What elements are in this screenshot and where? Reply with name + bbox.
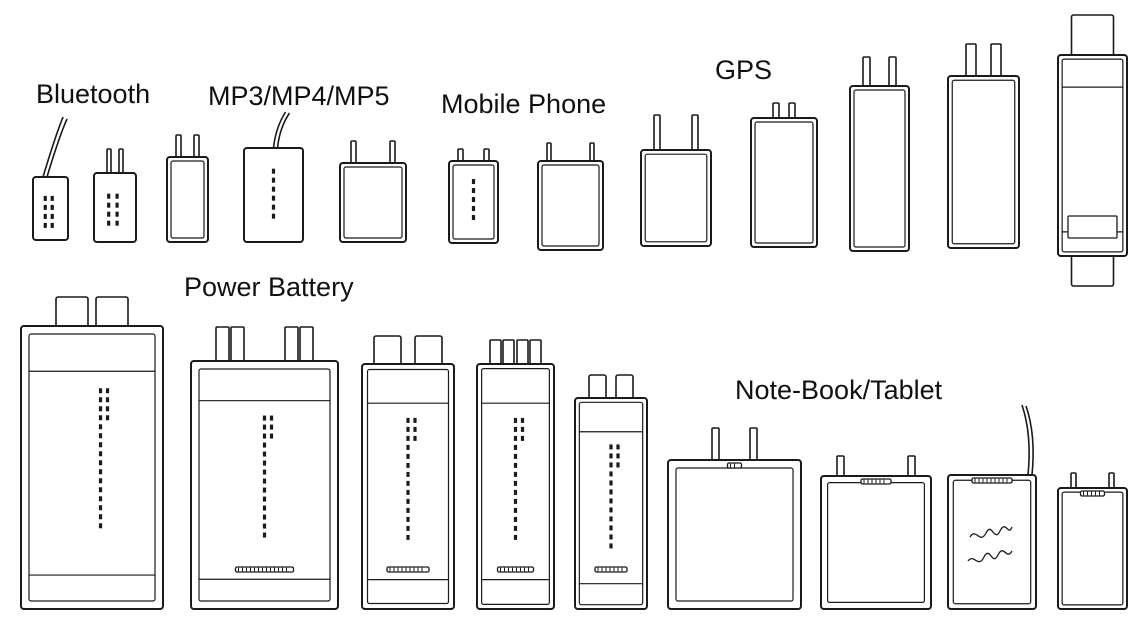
notebook-cell-4 (1057, 472, 1128, 610)
notebook-cell-2 (820, 455, 932, 610)
mp3-cell-2 (339, 140, 407, 243)
small-cell-2 (166, 134, 209, 243)
bluetooth-cell (32, 116, 69, 241)
gps-cell-1 (750, 102, 818, 248)
label-mobile-phone: Mobile Phone (441, 89, 607, 119)
label-power-battery: Power Battery (184, 272, 354, 302)
small-cell-1 (93, 148, 137, 243)
power-cell-1 (20, 296, 164, 610)
notebook-cell-1 (667, 427, 802, 610)
mobile-cell-1 (448, 148, 499, 244)
power-cell-2 (190, 326, 339, 610)
label-mp3-mp4-mp5: MP3/MP4/MP5 (208, 81, 390, 111)
mobile-cell-2 (537, 142, 604, 251)
mobile-cell-3 (640, 114, 712, 247)
mp3-cell-1 (243, 111, 304, 243)
label-notebook-tablet: Note-Book/Tablet (735, 375, 943, 405)
gps-cell-3 (947, 43, 1020, 249)
notebook-cell-3 (947, 404, 1037, 610)
label-bluetooth: Bluetooth (36, 79, 151, 109)
gps-cell-2 (849, 56, 910, 252)
power-cell-5 (574, 374, 648, 610)
power-cell-4 (476, 339, 555, 610)
tablet-cell-tall (1057, 14, 1128, 287)
label-gps: GPS (715, 55, 773, 85)
power-cell-3 (361, 335, 455, 610)
